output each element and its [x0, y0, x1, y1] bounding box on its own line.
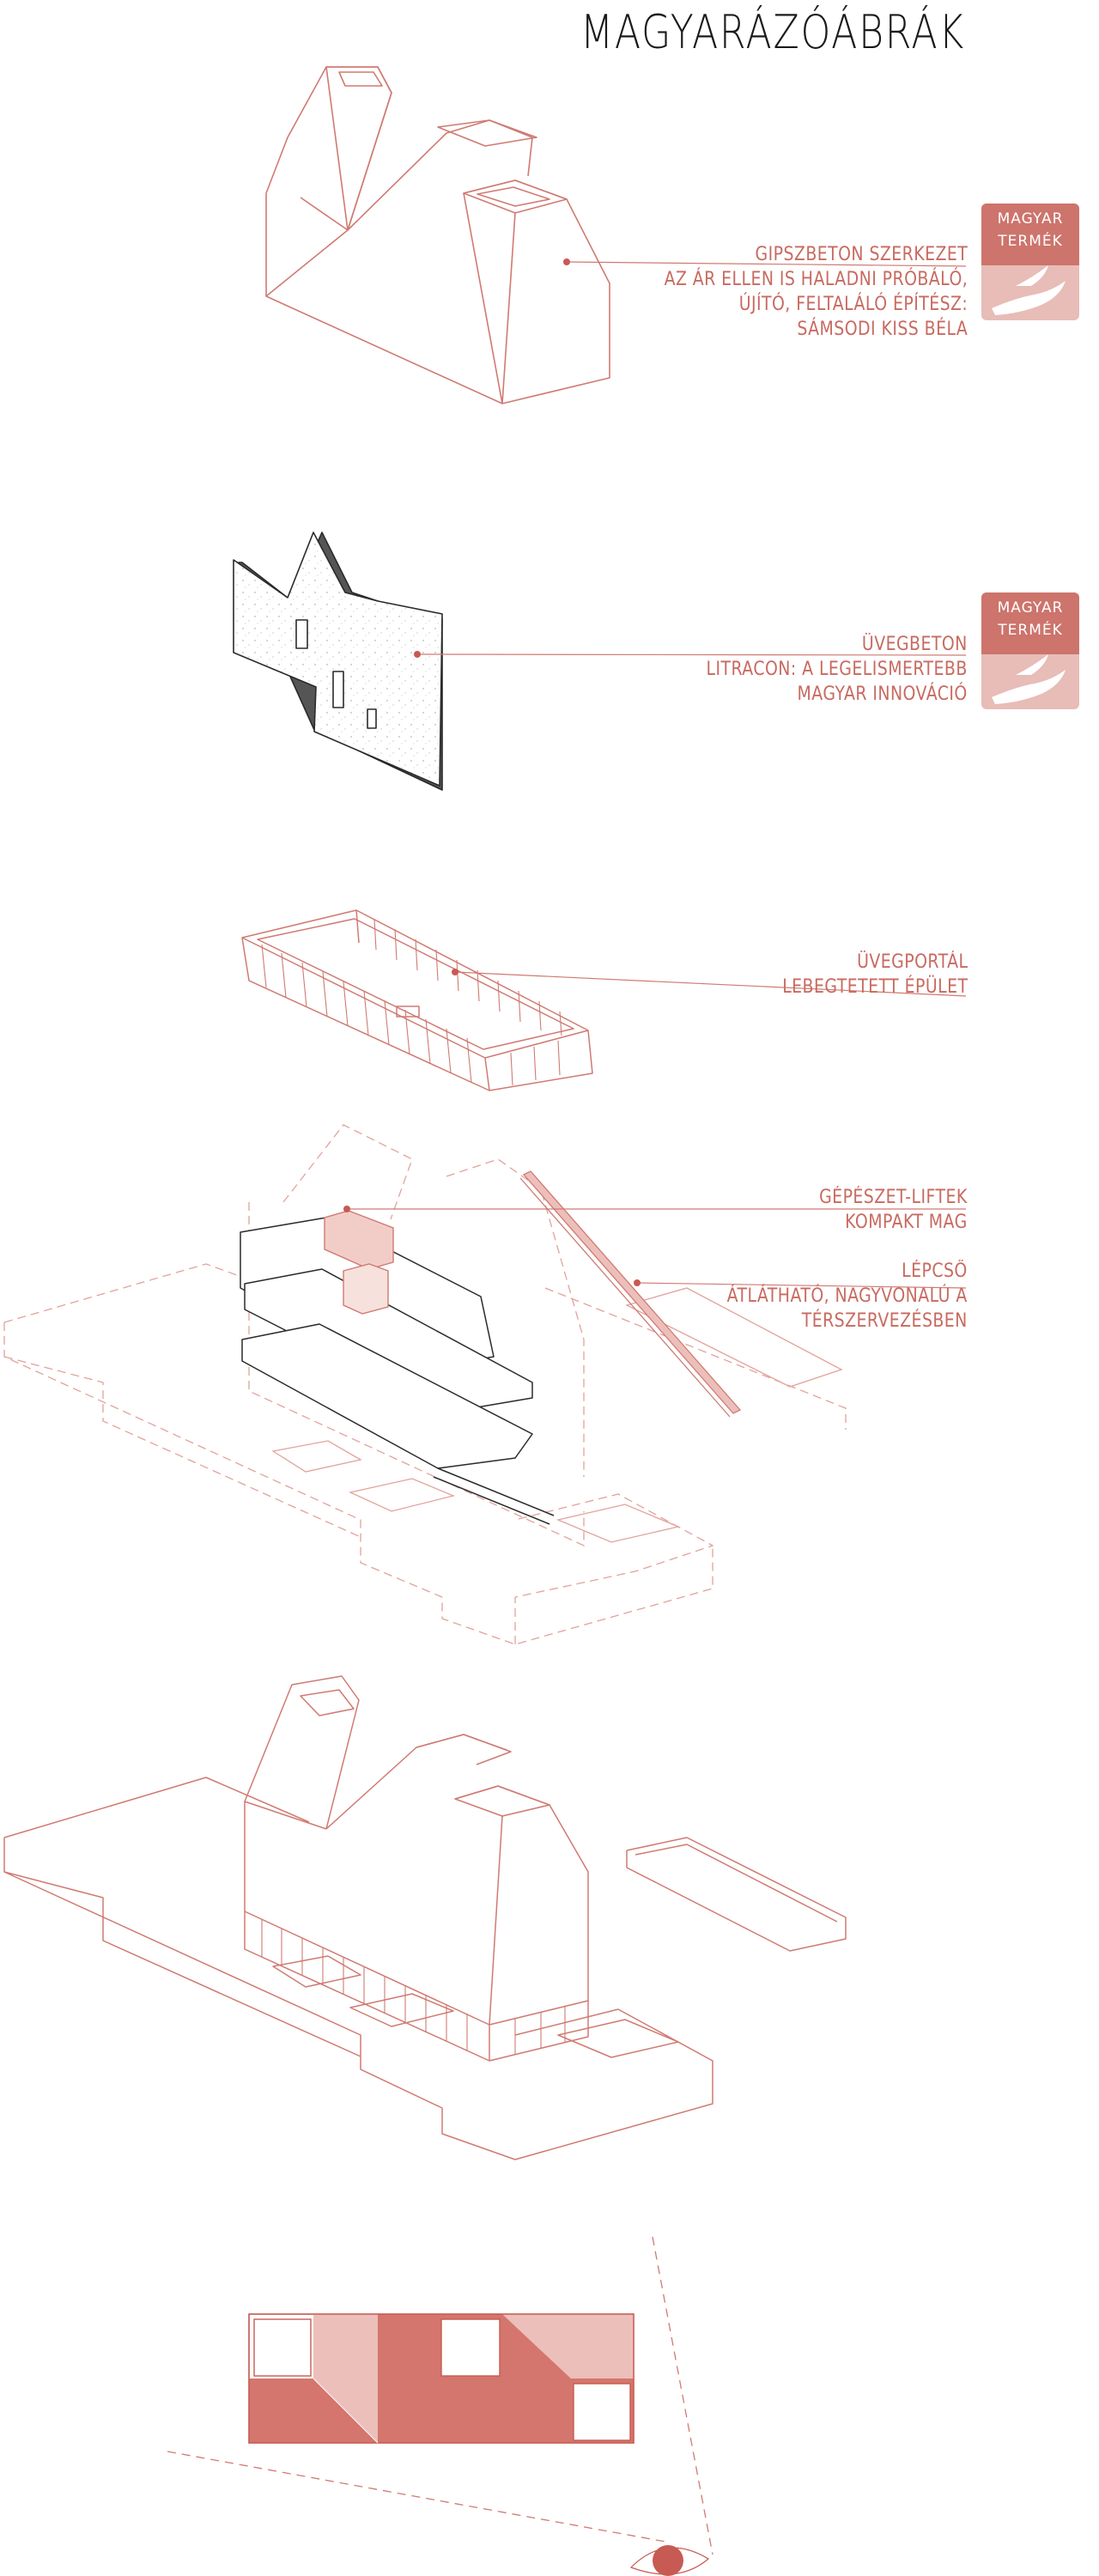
site-plan [248, 2313, 635, 2444]
leader-line-2 [416, 653, 967, 656]
magyar-termek-badge-1: MAGYAR TERMÉK [981, 204, 1079, 320]
hand-icon [992, 265, 1066, 315]
hand-icon [992, 654, 1066, 704]
leader-dot-2 [414, 651, 421, 658]
assembled-building [3, 1675, 847, 2160]
exploded-site-context [3, 1124, 847, 1645]
gypsum-concrete-volume [265, 66, 610, 404]
leader-dot-4 [343, 1206, 350, 1212]
annotation-gypsum-concrete: GIPSZBETON SZERKEZET AZ ÁR ELLEN IS HALA… [664, 244, 968, 340]
leader-line-1 [566, 261, 967, 267]
leader-line-5 [636, 1282, 967, 1289]
view-sightlines [167, 2236, 713, 2555]
leader-dot-3 [452, 969, 458, 975]
glass-concrete-wall [233, 532, 443, 791]
floor-slabs [240, 1217, 555, 1525]
mechanical-lift-core [324, 1210, 394, 1315]
annotation-glass-portal: ÜVEGPORTÁL LEBEGTETETT ÉPÜLET [781, 951, 968, 998]
leader-dot-5 [634, 1279, 641, 1286]
glass-portal-frame [241, 909, 593, 1091]
site-voids [271, 1287, 843, 1543]
eye-icon [629, 2545, 710, 2576]
magyar-termek-badge-2: MAGYAR TERMÉK [981, 592, 1079, 709]
leader-dot-1 [563, 258, 570, 265]
page-title: MAGYARÁZÓÁBRÁK [580, 5, 965, 59]
annotation-staircase: LÉPCSŐ ÁTLÁTHATÓ, NAGYVONALÚ A TÉRSZERVE… [726, 1261, 968, 1332]
annotation-lift-core: GÉPÉSZET-LIFTEK KOMPAKT MAG [819, 1187, 968, 1233]
staircase [519, 1170, 742, 1418]
leader-line-3 [454, 971, 967, 997]
annotation-glass-concrete: ÜVEGBETON LITRACON: A LEGELISMERTEBB MAG… [706, 634, 968, 705]
